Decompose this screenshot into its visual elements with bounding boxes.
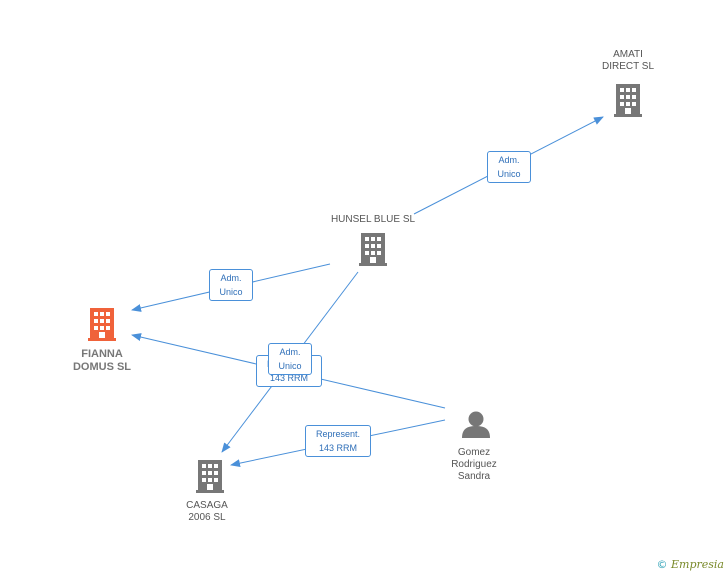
- copyright-icon: ©: [656, 558, 668, 571]
- edge-label-hunsel-fianna: Adm. Unico: [209, 269, 253, 301]
- edge-label-hunsel-amati: Adm. Unico: [487, 151, 531, 183]
- edge-label-hunsel-casaga: Adm. Unico: [268, 343, 312, 375]
- node-label-amati[interactable]: AMATI DIRECT SL: [601, 49, 655, 72]
- node-label-fianna[interactable]: FIANNA DOMUS SL: [72, 348, 132, 373]
- brand-logo: © Empresia: [657, 558, 725, 571]
- building-icon[interactable]: [196, 460, 224, 493]
- node-label-casaga[interactable]: CASAGA 2006 SL: [186, 500, 228, 523]
- building-icon[interactable]: [614, 84, 642, 117]
- brand-name: Empresia: [671, 558, 724, 571]
- node-label-gomez[interactable]: Gomez Rodriguez Sandra: [451, 447, 497, 482]
- person-icon[interactable]: [462, 411, 490, 439]
- building-icon[interactable]: [359, 233, 387, 266]
- building-icon[interactable]: [88, 308, 116, 341]
- edge-label-gomez-casaga: Represent. 143 RRM: [305, 425, 371, 457]
- node-label-hunsel[interactable]: HUNSEL BLUE SL: [330, 214, 416, 225]
